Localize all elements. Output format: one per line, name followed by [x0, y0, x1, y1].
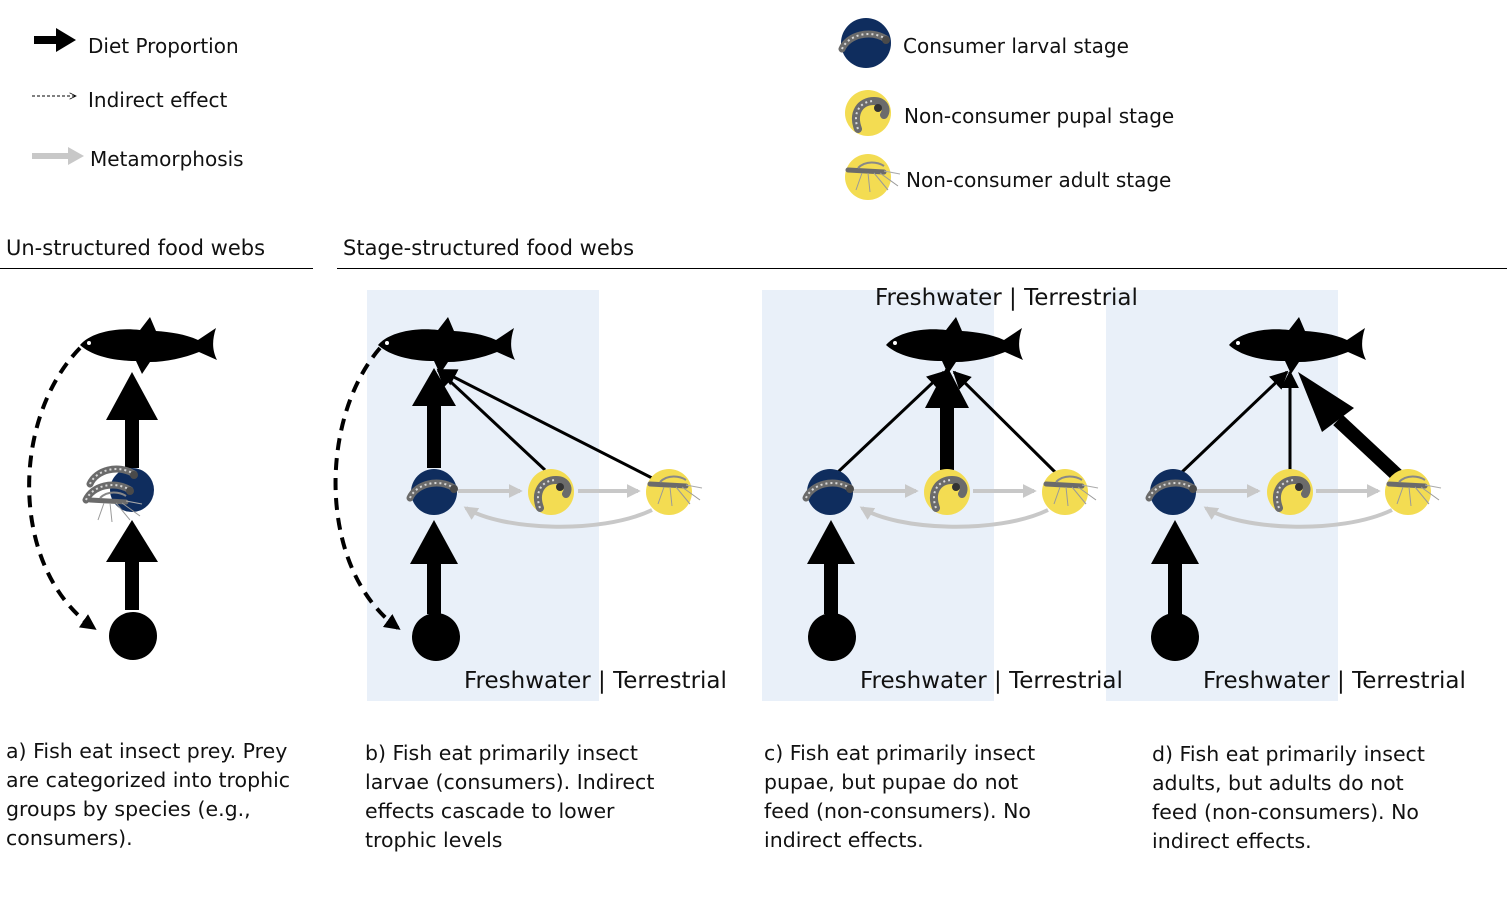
- legend-indirect-label: Indirect effect: [88, 88, 228, 112]
- structured-header: Stage-structured food webs: [343, 236, 635, 260]
- legend-pupal-node-icon: [845, 90, 891, 136]
- legend-pupal-label: Non-consumer pupal stage: [904, 104, 1175, 128]
- panel-d-web: [1149, 317, 1441, 661]
- structured-divider: [337, 268, 1507, 269]
- panel-d-region-label: Freshwater | Terrestrial: [1203, 668, 1466, 694]
- unstructured-header: Un-structured food webs: [6, 236, 266, 260]
- panel-b-region-label: Freshwater | Terrestrial: [464, 668, 727, 694]
- panel-c-top-region-label: Freshwater | Terrestrial: [875, 285, 1138, 311]
- legend-larval-node-icon: [841, 18, 891, 68]
- panel-a-web: [27, 317, 217, 660]
- legend-diet-arrow-icon: [34, 28, 76, 52]
- legend-metamorphosis-arrow-icon: [32, 147, 84, 165]
- caption-b: b) Fish eat primarily insect larvae (con…: [365, 741, 655, 852]
- caption-d: d) Fish eat primarily insect adults, but…: [1152, 742, 1425, 853]
- panel-a-fish-icon: [80, 317, 217, 374]
- legend-larval-label: Consumer larval stage: [903, 34, 1129, 58]
- panel-c-web: [806, 317, 1098, 661]
- caption-a: a) Fish eat insect prey. Prey are catego…: [6, 739, 291, 850]
- legend-adult-node-icon: [845, 154, 900, 200]
- caption-c: c) Fish eat primarily insect pupae, but …: [764, 741, 1036, 852]
- panel-a-resource-node: [109, 612, 157, 660]
- legend-adult-label: Non-consumer adult stage: [906, 168, 1172, 192]
- panel-c-region-label: Freshwater | Terrestrial: [860, 668, 1123, 694]
- unstructured-divider: [0, 268, 313, 269]
- legend-metamorphosis-label: Metamorphosis: [90, 147, 244, 171]
- legend-diet-label: Diet Proportion: [88, 34, 239, 58]
- panel-b-web: [333, 317, 702, 661]
